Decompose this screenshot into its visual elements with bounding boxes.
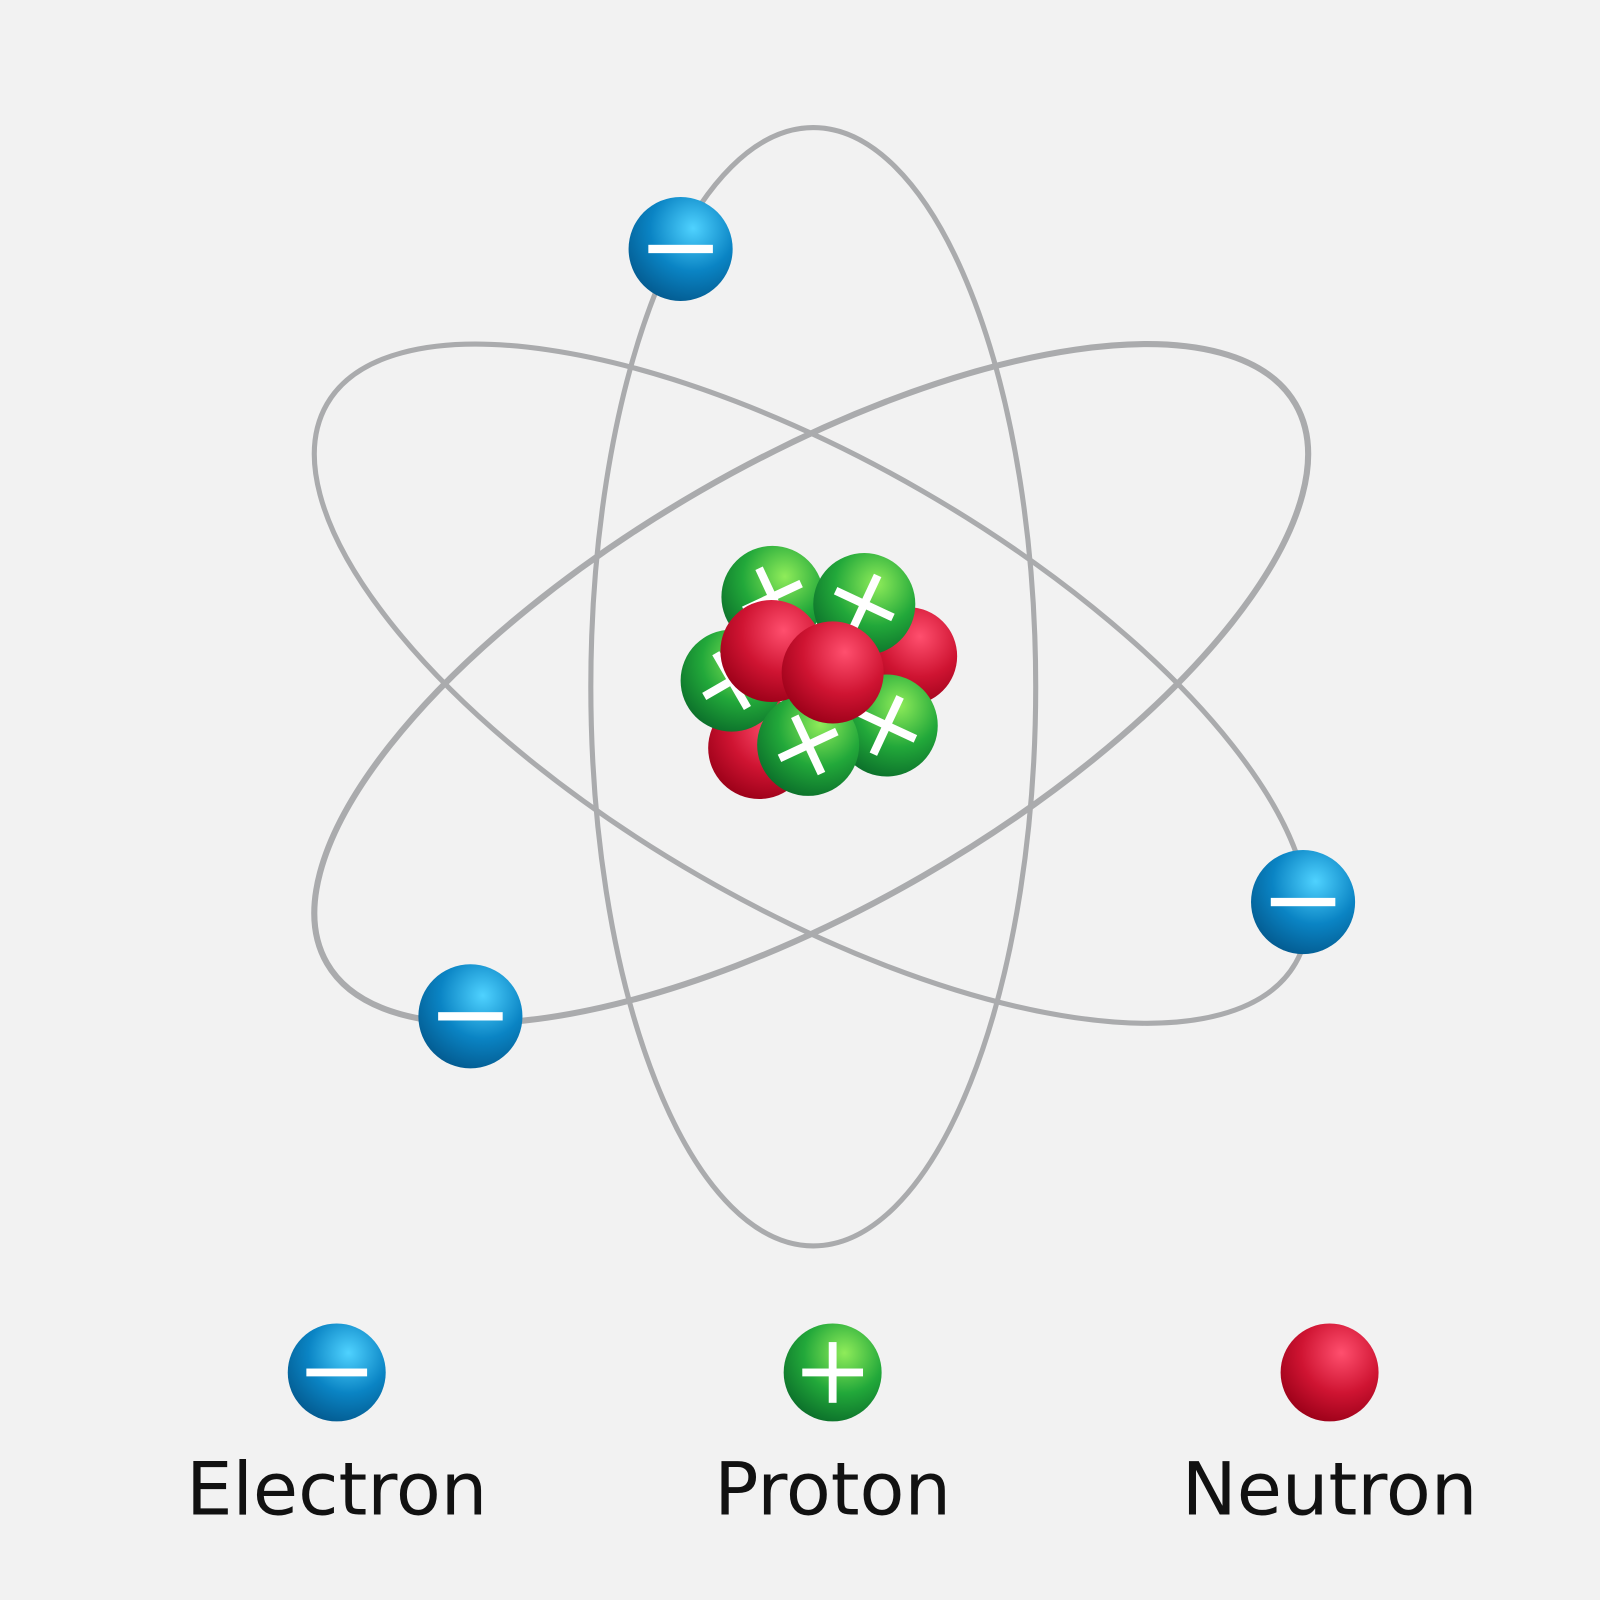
legend-electron	[287, 1323, 386, 1422]
minus-icon	[1270, 897, 1336, 907]
plus-icon	[856, 695, 918, 756]
minus-icon	[648, 244, 713, 254]
legend-neutron	[1280, 1323, 1379, 1422]
electrons	[418, 196, 1356, 1069]
legend-neutron-label: Neutron	[1182, 1447, 1478, 1532]
neutron-particle	[781, 621, 884, 724]
legend: Electron Proton Neutron	[186, 1323, 1477, 1532]
orbit-tilted-right	[311, 341, 1312, 1027]
nucleus	[680, 545, 958, 799]
orbit-vertical	[588, 125, 1039, 1249]
electron-particle	[628, 196, 733, 302]
plus-icon	[802, 1342, 864, 1403]
legend-proton	[783, 1323, 882, 1422]
minus-icon	[306, 1368, 368, 1377]
electron-particle	[287, 1323, 386, 1422]
plus-icon	[777, 714, 839, 776]
electron-particle	[418, 964, 523, 1069]
electron-particle	[1251, 850, 1356, 955]
proton-particle	[783, 1323, 882, 1422]
orbits	[311, 125, 1312, 1249]
orbit-tilted-left	[311, 341, 1311, 1026]
legend-proton-label: Proton	[714, 1447, 951, 1532]
neutron-particle	[1280, 1323, 1379, 1422]
plus-icon	[833, 573, 895, 635]
legend-electron-label: Electron	[186, 1447, 487, 1532]
minus-icon	[438, 1012, 503, 1021]
